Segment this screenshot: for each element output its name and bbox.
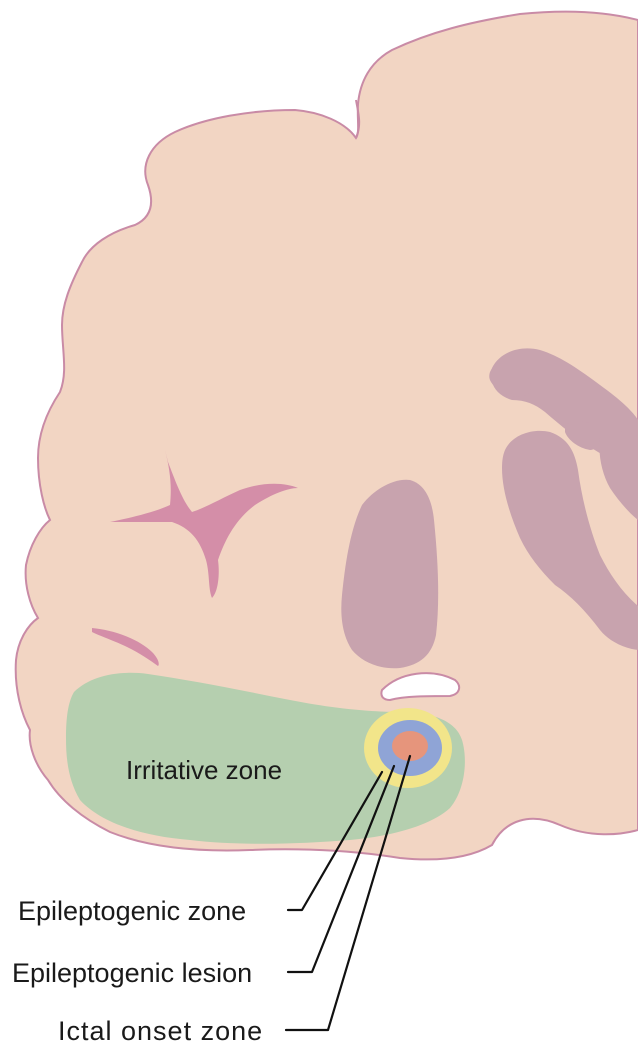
label-epileptogenic-zone: Epileptogenic zone	[18, 896, 246, 926]
label-epileptogenic-lesion: Epileptogenic lesion	[12, 958, 252, 988]
label-ictal-onset-zone: Ictal onset zone	[58, 1016, 263, 1046]
label-irritative-zone: Irritative zone	[126, 755, 282, 785]
